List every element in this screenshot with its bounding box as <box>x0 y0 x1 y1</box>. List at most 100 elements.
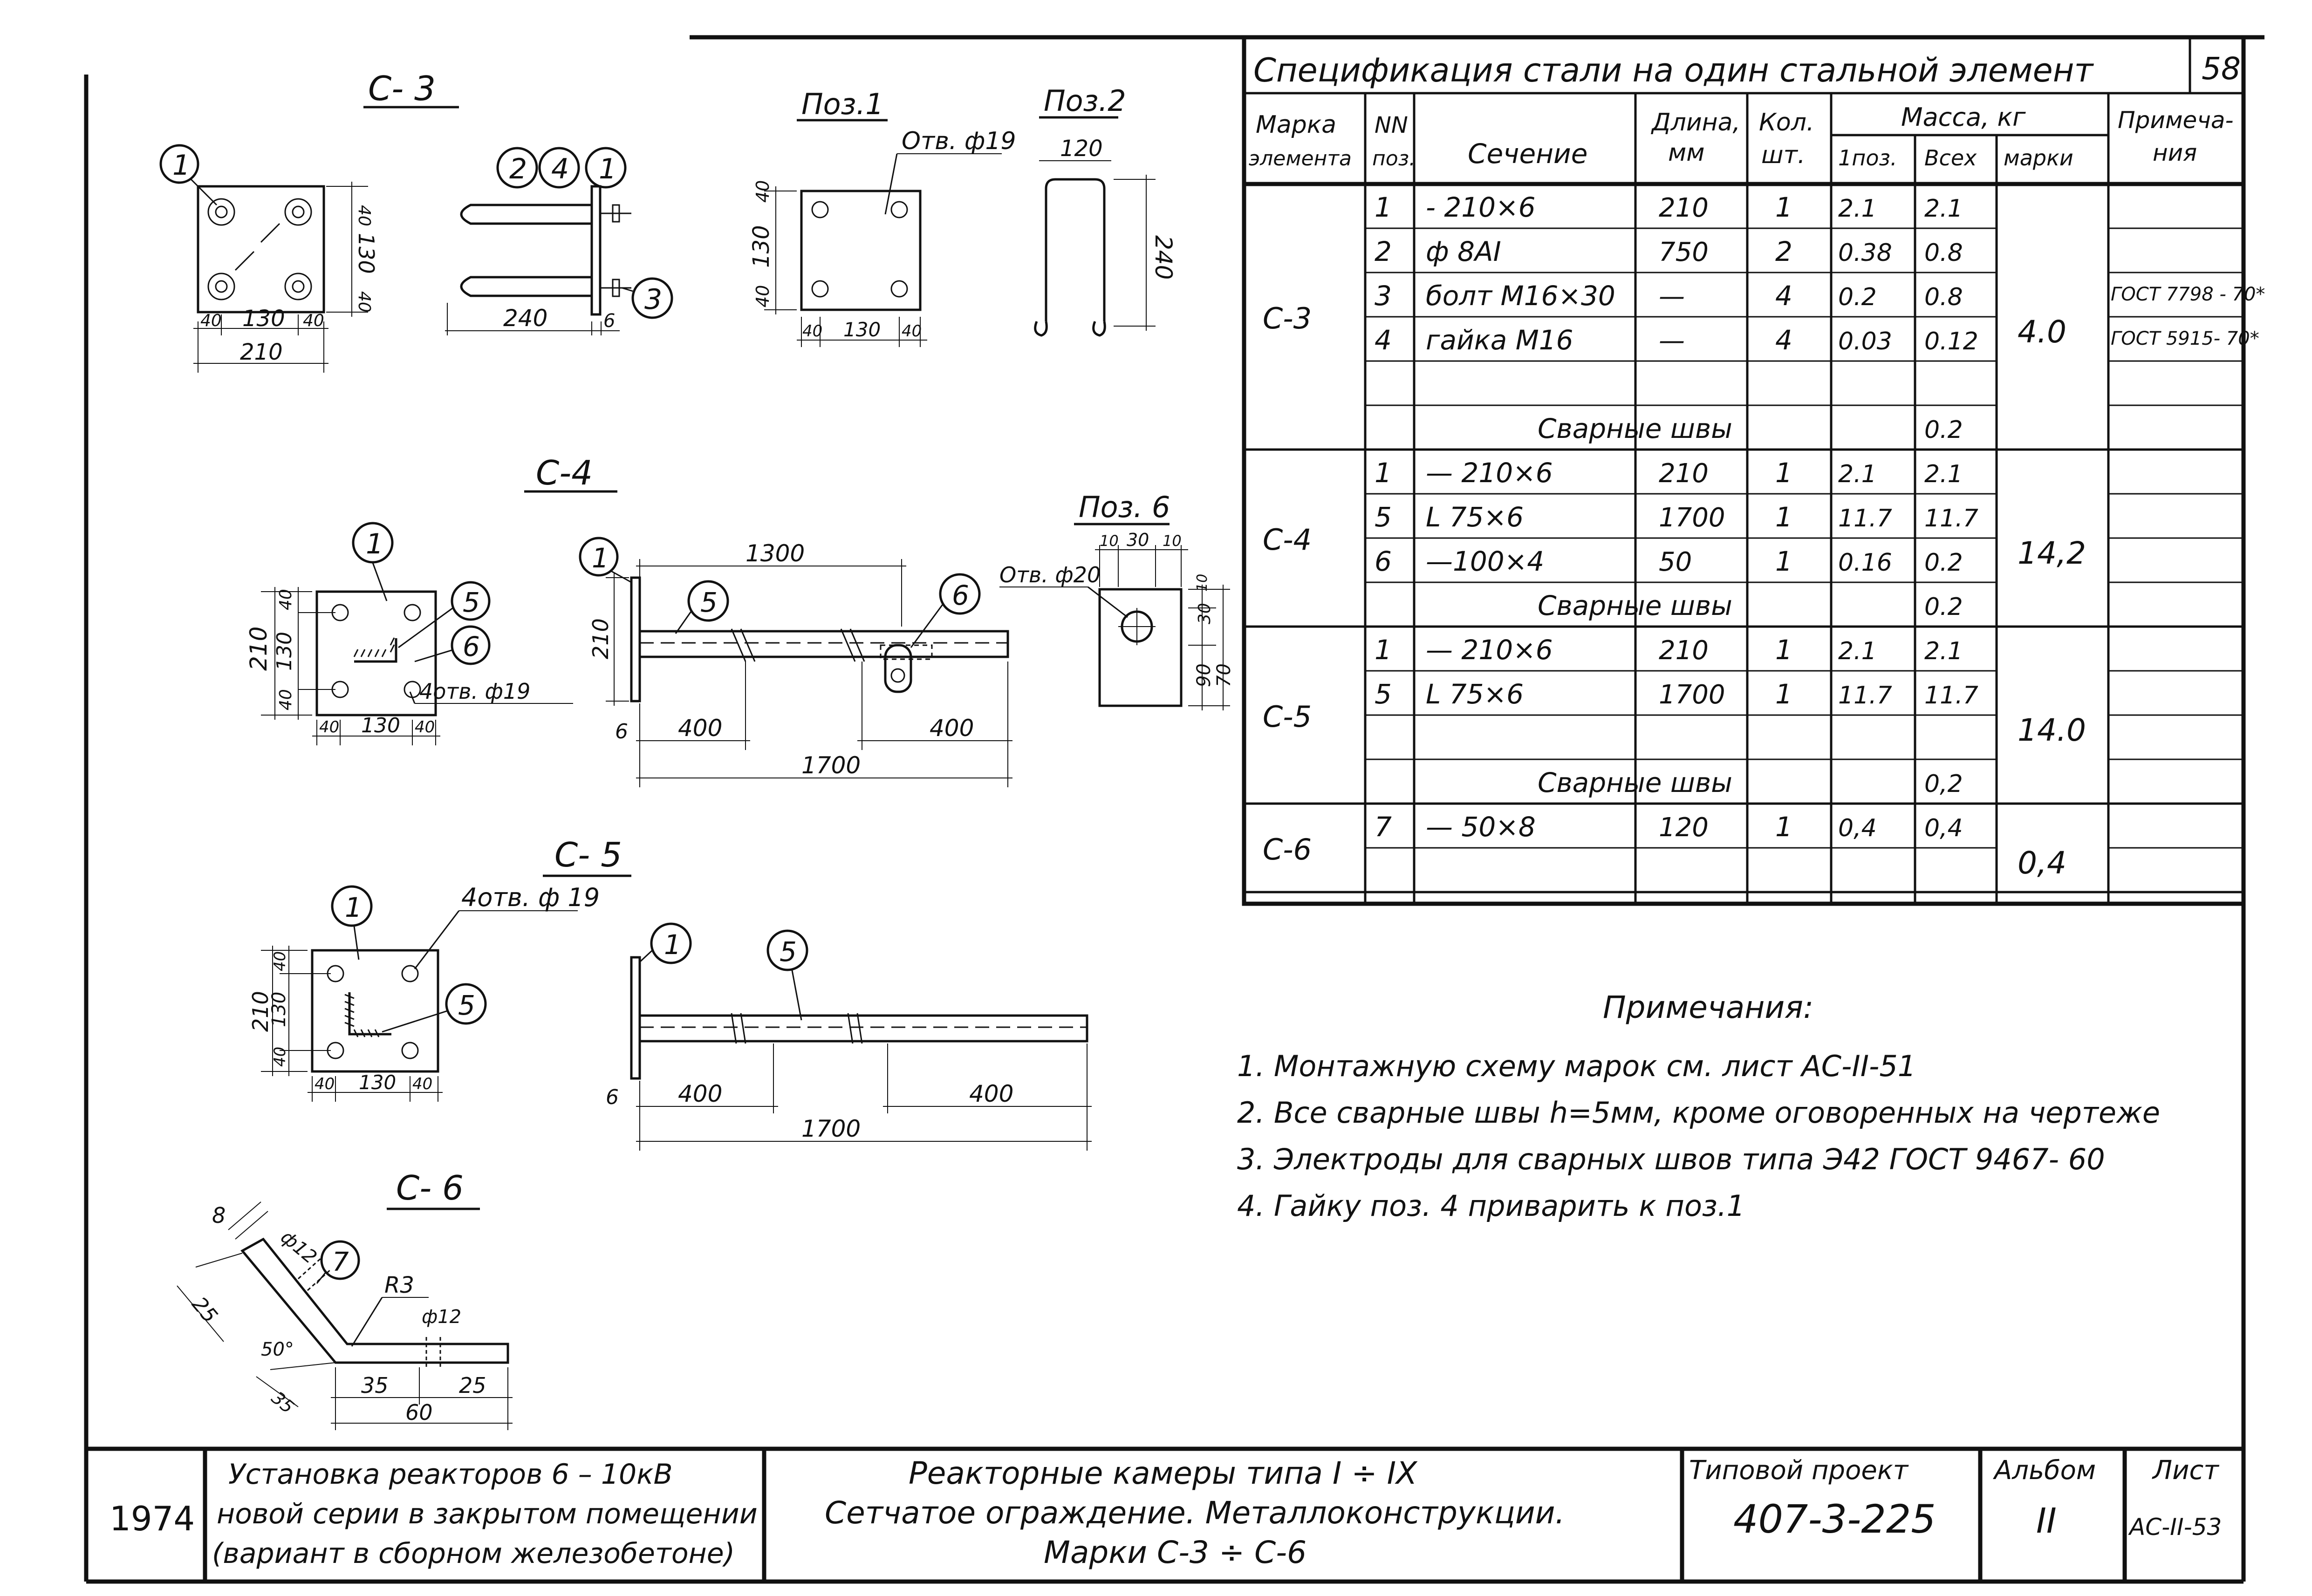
c3-dim-b: 130 <box>242 306 285 332</box>
hdr-pos-2: поз. <box>1372 147 1416 171</box>
c3-dim-a: 40 <box>200 311 222 330</box>
poz2-dim-h: 240 <box>1150 235 1177 280</box>
spec-pos: 1 <box>1375 191 1392 223</box>
spec-pos: 2 <box>1375 236 1392 267</box>
c5-dim-t: 6 <box>606 1085 619 1109</box>
c5-dim-l2: 400 <box>969 1080 1013 1107</box>
spec-pos: 7 <box>1375 811 1392 843</box>
spec-mass-all: 0.2 <box>1924 549 1963 577</box>
spec-section: — 50×8 <box>1426 811 1536 843</box>
c4-side-bubble-1: 1 <box>592 542 609 574</box>
note-3: 3. Электроды для сварных швов типа Э42 Г… <box>1237 1142 2105 1176</box>
spec-length: — <box>1659 281 1685 312</box>
spec-mass-all: 2.1 <box>1924 460 1963 488</box>
spec-mass-one: 2.1 <box>1838 637 1877 665</box>
spec-mass-one: 11.7 <box>1838 505 1892 532</box>
spec-section: болт М16×30 <box>1426 280 1615 312</box>
spec-mass-all: 0,4 <box>1924 814 1963 842</box>
c6-dim-l: 25 <box>187 1292 222 1328</box>
poz6-dim-v1: 10 <box>1194 574 1211 592</box>
stamp-title-2: Сетчатое ограждение. Металлоконструкции. <box>825 1495 1565 1531</box>
c3-bolts <box>207 198 312 300</box>
spec-qty: 4 <box>1775 324 1792 356</box>
c4-dim-h3: 40 <box>415 718 435 737</box>
spec-pos: 5 <box>1375 501 1392 533</box>
c3-bubble-1: 1 <box>172 149 190 182</box>
c6-dim-c: 35 <box>361 1373 389 1398</box>
c4-bubble-5: 5 <box>463 587 480 618</box>
c5-side-bubble-1: 1 <box>664 929 681 961</box>
c4-dim-h2: 130 <box>361 714 400 737</box>
c4-dim-l2: 400 <box>930 715 974 742</box>
spec-pos: 1 <box>1375 457 1392 489</box>
stamp-title-3: Марки С-3 ÷ С-6 <box>1044 1535 1306 1570</box>
c6-dim-b: 35 <box>267 1387 298 1418</box>
stamp-sheet: АС-II-53 <box>2128 1514 2222 1541</box>
spec-section: - 210×6 <box>1426 191 1536 223</box>
spec-section: — 210×6 <box>1426 634 1553 666</box>
c3-bubble-4: 4 <box>551 153 569 185</box>
c5-dim-h3: 40 <box>412 1075 432 1093</box>
stamp-desc-1: Установка реакторов 6 – 10кВ <box>228 1458 673 1491</box>
spec-welds-mass: 0.2 <box>1924 593 1963 621</box>
c6-dim-r: R3 <box>384 1272 414 1298</box>
stamp-desc-2: новой серии в закрытом помещении <box>217 1498 758 1530</box>
note-1: 1. Монтажную схему марок см. лист АС-II-… <box>1237 1049 1916 1083</box>
spec-qty: 1 <box>1775 457 1792 489</box>
spec-mark: С-5 <box>1263 700 1312 734</box>
c5-plate <box>311 949 439 1073</box>
c4-dim-v2: 130 <box>273 632 296 671</box>
spec-section: L 75×6 <box>1426 678 1524 710</box>
drawing-poz1: Поз.1 Отв. ф19 40 130 40 40 130 40 <box>748 87 1016 347</box>
spec-table: Спецификация стали на один стальной элем… <box>1242 35 2265 906</box>
c3-bubble-3: 3 <box>644 283 662 316</box>
spec-mass-all: 2.1 <box>1924 637 1963 665</box>
drawing-poz6: Поз. 6 Отв. ф20 10 30 10 10 30 90 70 <box>999 490 1235 710</box>
spec-mark: С-4 <box>1263 523 1312 557</box>
c5-angle-section <box>348 992 391 1036</box>
c5-bubble-1: 1 <box>345 892 362 923</box>
spec-mass-mark: 14,2 <box>2018 535 2086 571</box>
spec-qty: 1 <box>1775 634 1792 666</box>
c4-holes-label: 4отв. ф19 <box>419 679 530 704</box>
c5-holes-label: 4отв. ф 19 <box>461 883 600 912</box>
c4-side-bubble-5: 5 <box>700 587 718 618</box>
c6-dim-ang: 50° <box>261 1339 294 1360</box>
poz2-dim-w: 120 <box>1060 136 1103 162</box>
poz2-title: Поз.2 <box>1044 84 1126 118</box>
spec-mark: С-3 <box>1263 301 1312 335</box>
poz1-plate <box>800 190 922 311</box>
c4-dim-h: 210 <box>245 627 272 671</box>
c3-dim-a2: 40 <box>303 311 324 330</box>
drawing-c5: С- 5 4отв. ф 19 1 5 210 40 130 40 40 13 <box>248 835 1092 1151</box>
c3-dim-v1: 40 <box>355 205 374 226</box>
note-2: 2. Все сварные швы h=5мм, кроме оговорен… <box>1237 1096 2160 1130</box>
spec-pos: 6 <box>1375 546 1392 577</box>
stamp-project: 407-3-225 <box>1733 1496 1936 1542</box>
poz1-dim-v3: 40 <box>752 285 773 307</box>
c3-dim-t: 6 <box>603 310 615 332</box>
hdr-qty-1: Кол. <box>1759 109 1814 136</box>
spec-mass-all: 0.12 <box>1924 327 1978 355</box>
c6-dim-e: 25 <box>459 1373 486 1398</box>
notes-title: Примечания: <box>1603 989 1813 1025</box>
hdr-length-2: мм <box>1668 139 1704 167</box>
spec-pos: 1 <box>1375 634 1392 666</box>
spec-length: 750 <box>1659 237 1709 267</box>
c4-dim-h1: 40 <box>319 718 339 737</box>
c5-dim-h2: 130 <box>359 1071 396 1094</box>
spec-qty: 1 <box>1775 191 1792 223</box>
spec-pos: 3 <box>1375 280 1392 312</box>
notes: Примечания: 1. Монтажную схему марок см.… <box>1237 989 2160 1223</box>
hdr-length-1: Длина, <box>1651 109 1740 136</box>
c5-side-bubble-5: 5 <box>780 936 797 968</box>
drawing-c6: С- 6 8 ф12 7 R3 ф12 25 50° 35 35 25 60 <box>177 1168 513 1430</box>
stamp-desc-3: (вариант в сборном железобетоне) <box>212 1537 735 1570</box>
spec-qty: 1 <box>1775 678 1792 710</box>
spec-length: — <box>1659 326 1685 356</box>
spec-qty: 1 <box>1775 546 1792 577</box>
poz1-dim-v2: 130 <box>748 225 774 268</box>
hdr-mark-1: Марка <box>1256 111 1336 139</box>
hdr-pos-1: NN <box>1375 112 1408 138</box>
